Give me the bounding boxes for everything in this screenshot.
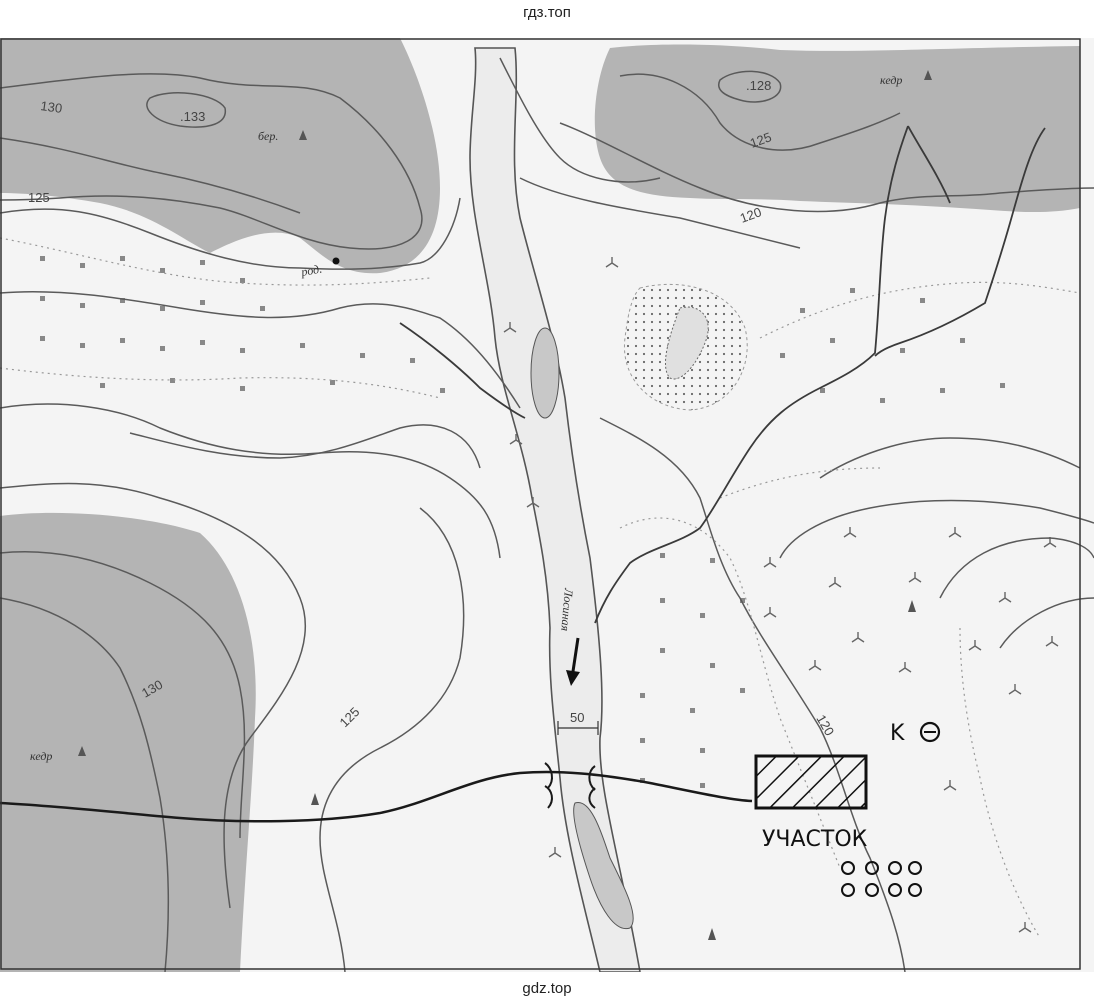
label-river-name: Лосиная <box>558 587 576 632</box>
label-birch: бер. <box>258 129 278 143</box>
road <box>0 770 753 823</box>
river-width-label: 50 <box>570 710 584 725</box>
contour-label-120-ne: 120 <box>738 204 764 226</box>
study-site-rectangle <box>754 754 868 810</box>
site-label: УЧАСТОК <box>762 827 868 852</box>
conifer-symbols <box>78 70 932 940</box>
tree-symbols <box>503 257 1059 933</box>
forest-area-nw <box>0 38 440 274</box>
spring-marker <box>332 257 340 265</box>
streams <box>399 125 1046 624</box>
watermark-bottom: gdz.top <box>522 980 572 997</box>
river-sandbar-north <box>530 327 560 419</box>
boundary-lines <box>0 237 1081 939</box>
label-cedar-sw: кедр <box>30 749 52 763</box>
contour-lines <box>0 57 1094 972</box>
map-frame <box>0 38 1081 970</box>
meadow-symbols <box>40 256 1005 788</box>
river-island-south <box>573 802 634 930</box>
circle-symbols <box>841 861 922 897</box>
k-label: K <box>890 721 905 746</box>
river-width-indicator <box>557 721 599 735</box>
elevation-peak-nw: .133 <box>180 109 205 124</box>
label-cedar-ne: кедр <box>880 73 902 87</box>
watermark-top: гдз.топ <box>523 4 571 21</box>
contour-label-130-nw: 130 <box>40 98 64 116</box>
contour-label-125-ne: 125 <box>748 129 774 151</box>
k-circle-symbol <box>919 721 941 743</box>
label-spring: род. <box>299 262 323 280</box>
contour-label-125-w: 125 <box>28 190 50 205</box>
topographic-map: .133 .128 130 125 125 120 130 125 120 50… <box>0 38 1094 972</box>
forest-area-ne <box>594 44 1080 213</box>
river-flow-arrow <box>566 637 580 686</box>
swamp-inner-lake <box>664 306 709 380</box>
forest-area-sw <box>0 512 256 972</box>
bridge <box>544 762 596 809</box>
elevation-peak-ne: .128 <box>746 78 771 93</box>
